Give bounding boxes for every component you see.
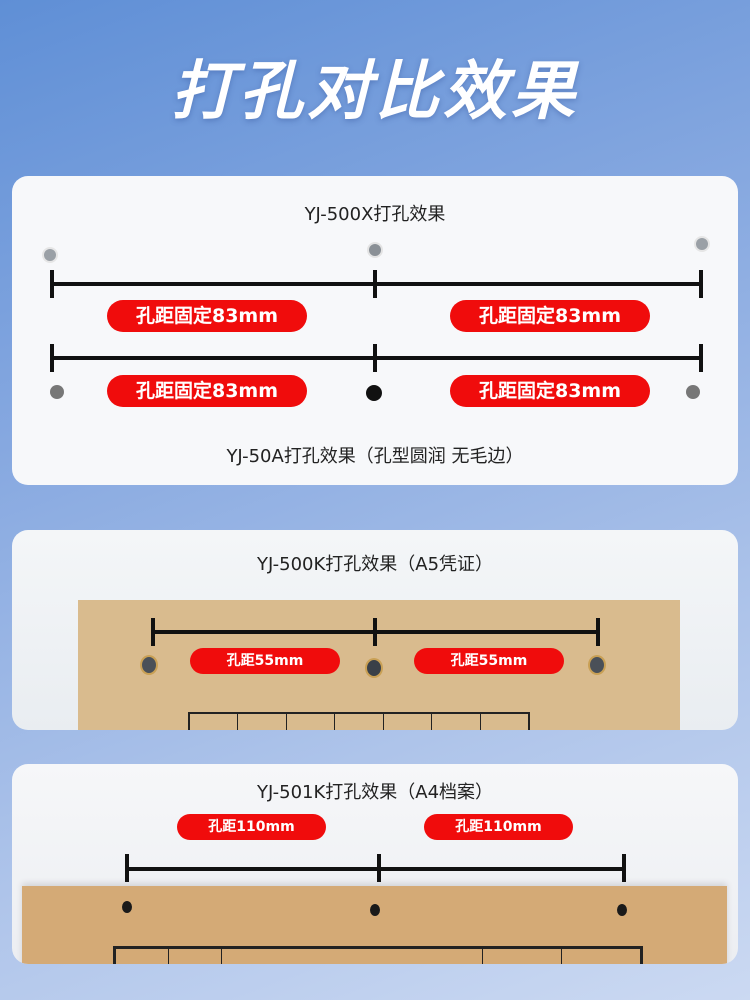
rough-hole-icon <box>696 238 708 250</box>
spacing-pill: 孔距固定83mm <box>450 300 650 332</box>
yj-501k-label: YJ-501K打孔效果（A4档案） <box>256 782 494 803</box>
panel-yj-501k: YJ-501K打孔效果（A4档案） 孔距110mm 孔距110mm <box>12 764 738 964</box>
voucher-grid <box>188 712 530 730</box>
ruler-tick <box>699 344 703 372</box>
punched-hole-icon <box>365 658 383 678</box>
punched-hole-icon <box>140 655 158 675</box>
ruler-tick <box>125 854 129 882</box>
spacing-pill: 孔距固定83mm <box>450 375 650 407</box>
page-title: 打孔对比效果 <box>171 55 579 129</box>
ruler-tick <box>373 618 377 646</box>
round-hole-icon <box>366 385 382 401</box>
ruler-tick <box>699 270 703 298</box>
yj-50a-label: YJ-50A打孔效果（孔型圆润 无毛边） <box>226 446 524 467</box>
distance-ruler <box>52 282 702 286</box>
distance-ruler <box>126 867 626 871</box>
spacing-pill: 孔距固定83mm <box>107 375 307 407</box>
ruler-tick <box>377 854 381 882</box>
ruler-tick <box>373 270 377 298</box>
round-hole-icon <box>122 901 132 913</box>
a4-archive-box-photo <box>22 886 727 964</box>
yj-500x-label: YJ-500X打孔效果 <box>304 204 446 225</box>
yj-500k-label: YJ-500K打孔效果（A5凭证） <box>256 554 494 575</box>
ruler-tick <box>151 618 155 646</box>
archive-label-grid <box>113 946 643 964</box>
punched-hole-icon <box>588 655 606 675</box>
ruler-tick <box>596 618 600 646</box>
ruler-tick <box>50 270 54 298</box>
ruler-tick <box>373 344 377 372</box>
ruler-tick <box>622 854 626 882</box>
round-hole-icon <box>617 904 627 916</box>
spacing-pill: 孔距110mm <box>424 814 573 840</box>
rough-hole-icon <box>369 244 381 256</box>
panel-yj-500x-vs-yj-50a: YJ-500X打孔效果 孔距固定83mm 孔距固定83mm 孔距固定83mm 孔… <box>12 176 738 485</box>
round-hole-icon <box>50 385 64 399</box>
rough-hole-icon <box>44 249 56 261</box>
panel-yj-500k: YJ-500K打孔效果（A5凭证） 孔距55mm 孔距55mm <box>12 530 738 730</box>
spacing-pill: 孔距110mm <box>177 814 326 840</box>
spacing-pill: 孔距固定83mm <box>107 300 307 332</box>
distance-ruler <box>52 356 702 360</box>
round-hole-icon <box>370 904 380 916</box>
ruler-tick <box>50 344 54 372</box>
round-hole-icon <box>686 385 700 399</box>
spacing-pill: 孔距55mm <box>190 648 340 674</box>
spacing-pill: 孔距55mm <box>414 648 564 674</box>
